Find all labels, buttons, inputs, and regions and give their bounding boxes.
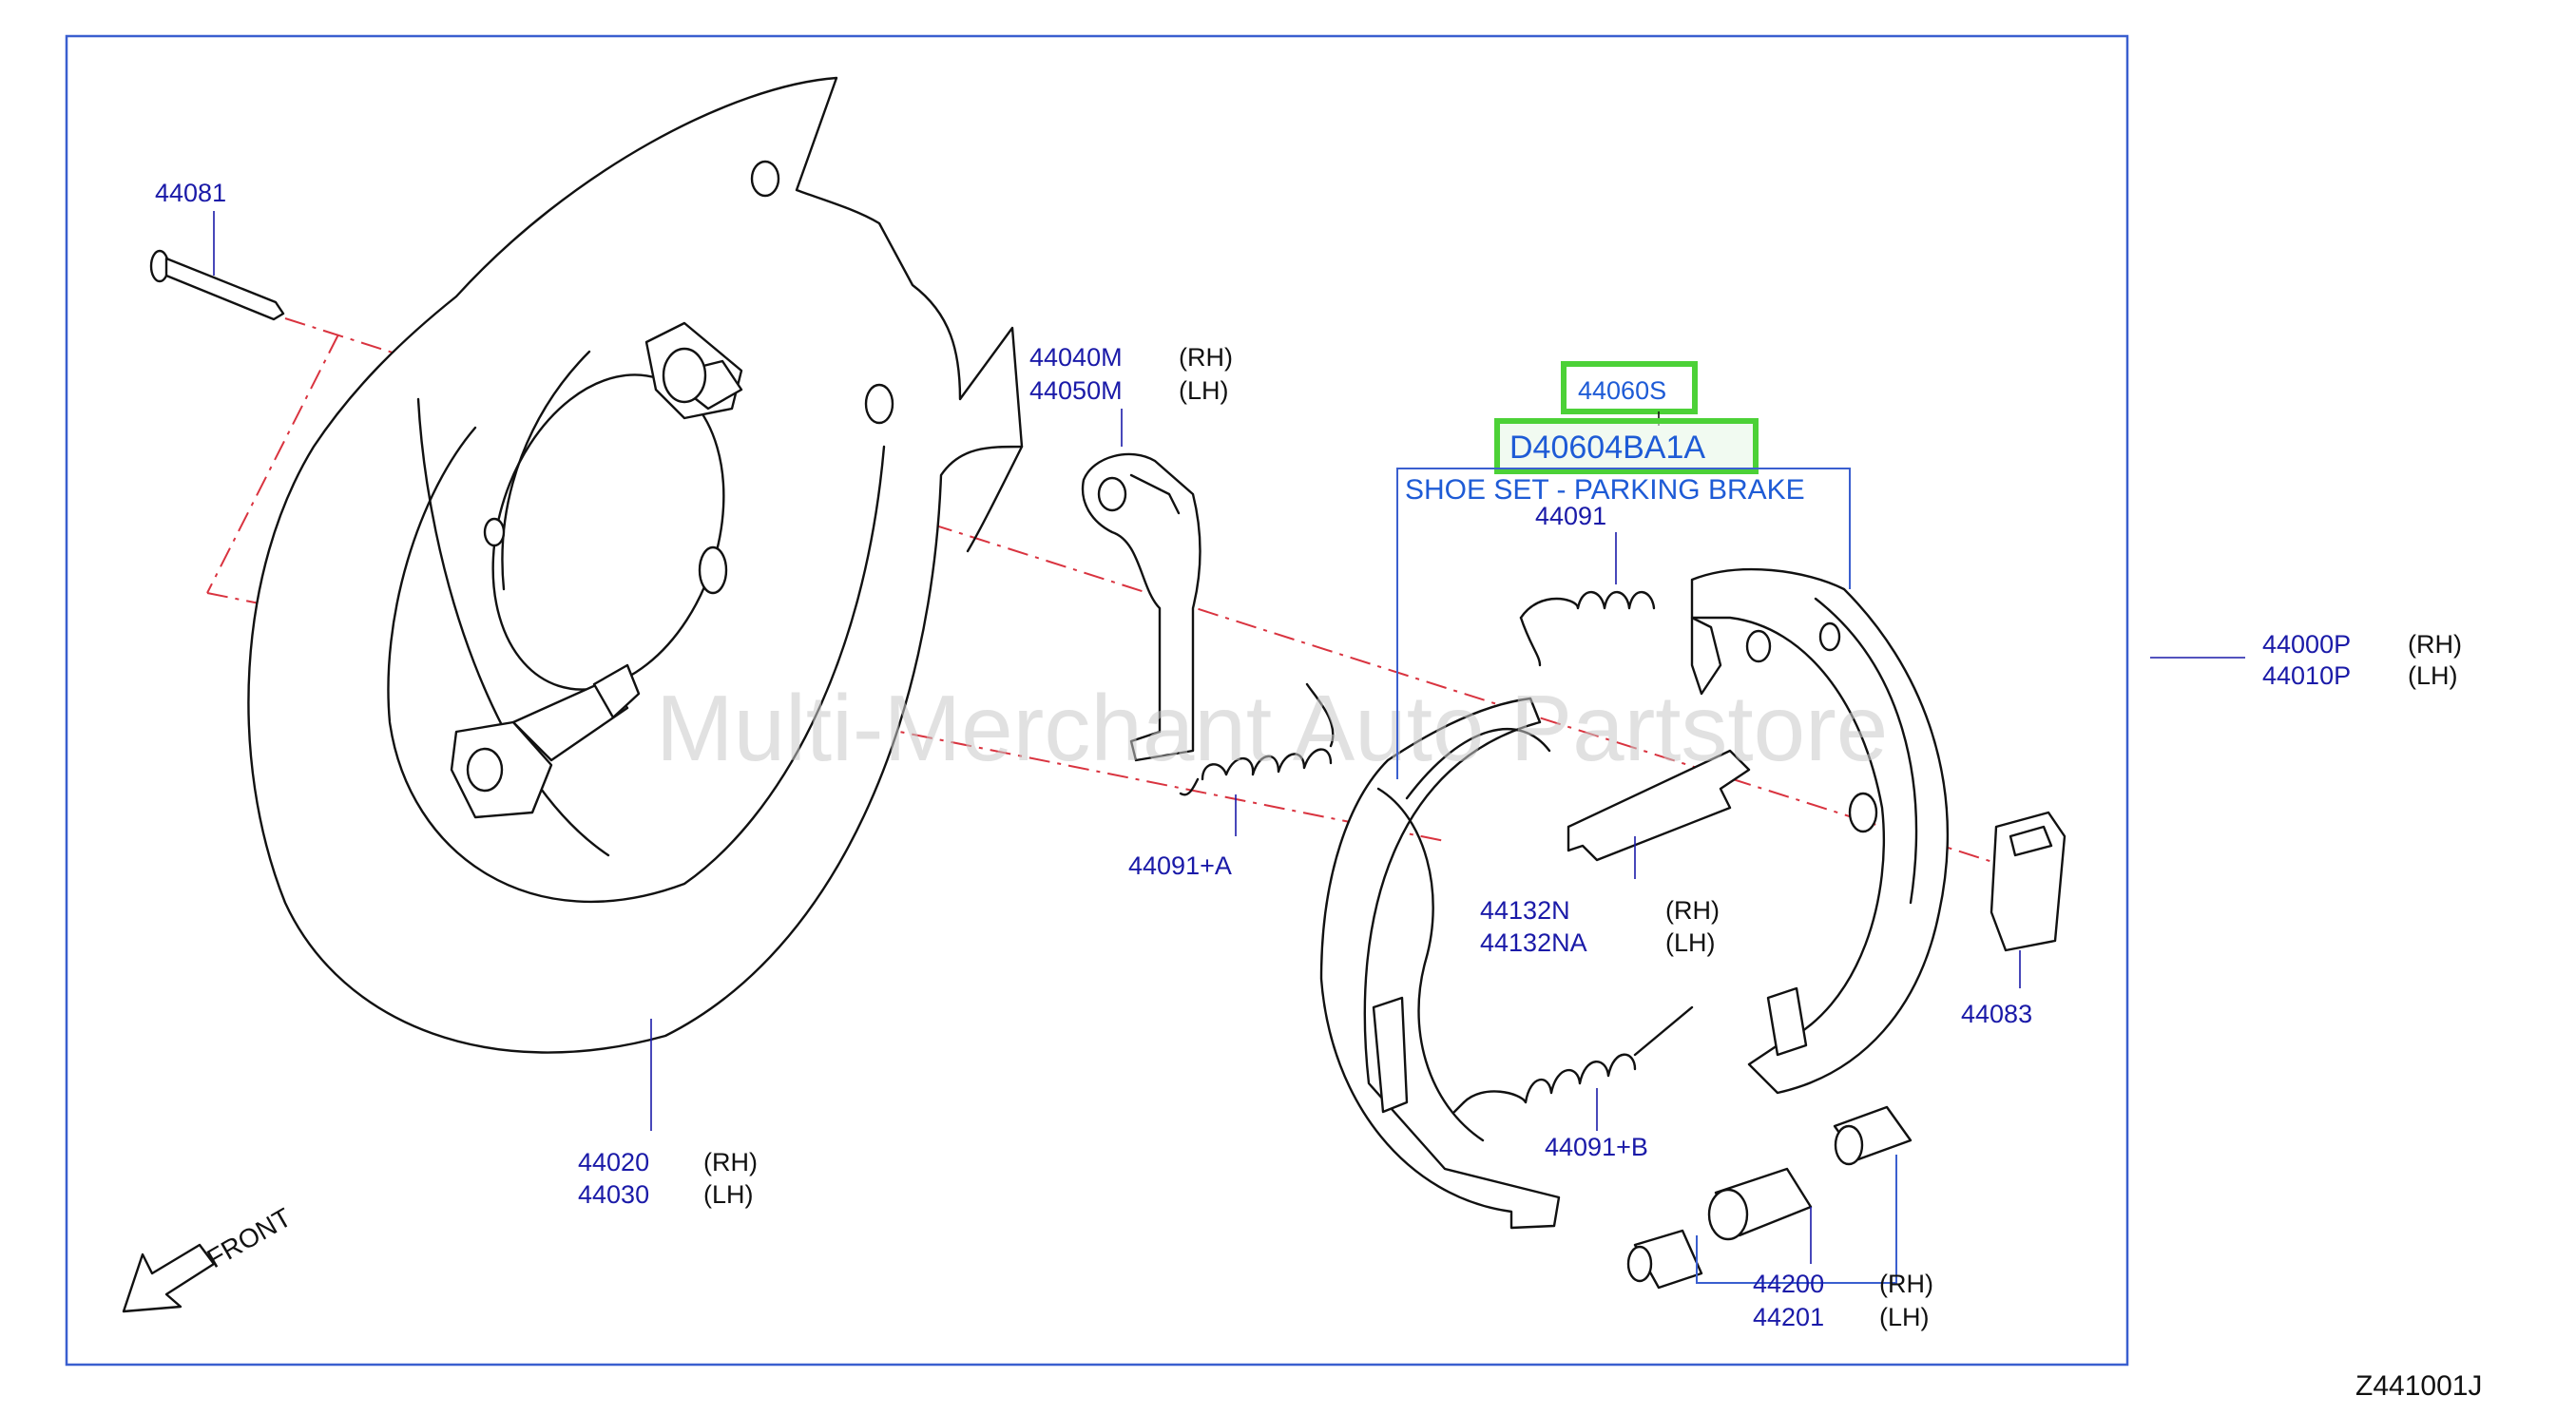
callout-44000P-side-lh: (LH) (2408, 661, 2458, 690)
highlight-group-44060S[interactable]: 44060S D40604BA1A SHOE SET - PARKING BRA… (1396, 361, 1851, 779)
callout-44081[interactable]: 44081 (155, 179, 226, 207)
callout-44040M-part-lh[interactable]: 44050M (1029, 376, 1123, 405)
callout-44000P-part-rh[interactable]: 44000P (2262, 630, 2351, 659)
callout-44020-part-rh[interactable]: 44020 (578, 1148, 649, 1176)
callout-44132N-side-rh: (RH) (1665, 896, 1720, 925)
part-44081-pin[interactable] (149, 211, 285, 321)
callout-44040M-part-rh[interactable]: 44040M (1029, 343, 1123, 372)
callout-44132N-part-lh[interactable]: 44132NA (1480, 928, 1587, 957)
highlight-box-partno (1561, 361, 1698, 414)
part-44040M-lever[interactable] (1081, 409, 1201, 762)
highlight-part-number[interactable]: 44060S (1578, 376, 1666, 405)
callout-44081-part[interactable]: 44081 (155, 179, 226, 207)
callout-44000P[interactable]: 44000P (RH) 44010P (LH) (2150, 630, 2462, 690)
highlight-oem-number[interactable]: D40604BA1A (1509, 430, 1705, 466)
callout-44091A-part[interactable]: 44091+A (1128, 851, 1232, 880)
callout-44040M[interactable]: 44040M (RH) 44050M (LH) (1029, 343, 1233, 405)
highlight-box-oem (1494, 418, 1759, 474)
callout-44040M-side-rh: (RH) (1179, 343, 1233, 372)
part-44020-backing-plate[interactable] (247, 76, 1024, 1131)
part-44200-adjuster[interactable] (1626, 1105, 1913, 1290)
callout-44200-side-rh: (RH) (1879, 1270, 1933, 1298)
callout-44000P-side-rh: (RH) (2408, 630, 2462, 659)
figure-code: Z441001J (2355, 1370, 2482, 1402)
callout-44200-part-rh[interactable]: 44200 (1753, 1270, 1824, 1298)
callout-44020-part-lh[interactable]: 44030 (578, 1180, 649, 1209)
callout-44000P-part-lh[interactable]: 44010P (2262, 661, 2351, 690)
callout-44083-part[interactable]: 44083 (1961, 1000, 2032, 1028)
front-arrow-icon: FRONT (122, 1202, 297, 1313)
callout-44020-side-lh: (LH) (703, 1180, 754, 1209)
callout-44200[interactable]: 44200 (RH) 44201 (LH) (1753, 1270, 1933, 1331)
part-44091B-spring[interactable] (1452, 1005, 1694, 1131)
callout-44020[interactable]: 44020 (RH) 44030 (LH) (578, 1148, 758, 1209)
callout-44091A[interactable]: 44091+A (1128, 851, 1232, 880)
callout-44083[interactable]: 44083 (1961, 1000, 2032, 1028)
callout-44091B-part[interactable]: 44091+B (1545, 1133, 1648, 1161)
callout-44132N-side-lh: (LH) (1665, 928, 1716, 957)
part-44132N-strut[interactable] (1567, 749, 1751, 879)
part-brake-shoe-right[interactable] (1690, 567, 1949, 1095)
callout-44091-part[interactable]: 44091 (1535, 502, 1606, 530)
callout-44091[interactable]: 44091 (1535, 502, 1606, 530)
callout-44091B[interactable]: 44091+B (1545, 1133, 1648, 1161)
callout-44200-side-lh: (LH) (1879, 1303, 1930, 1331)
part-44091A-spring[interactable] (1179, 682, 1335, 836)
part-44091-upper-spring[interactable] (1519, 532, 1656, 667)
callout-44200-part-lh[interactable]: 44201 (1753, 1303, 1824, 1331)
watermark-text: Multi-Merchant Auto Partstore (656, 676, 1888, 780)
callout-44020-side-rh: (RH) (703, 1148, 758, 1176)
front-label: FRONT (202, 1202, 297, 1273)
part-brake-shoe-left[interactable] (1319, 697, 1561, 1230)
callout-44132N[interactable]: 44132N (RH) 44132NA (LH) (1480, 896, 1720, 957)
part-44083-clip[interactable] (1990, 811, 2067, 988)
diagram-frame (65, 34, 2129, 1367)
highlight-description: SHOE SET - PARKING BRAKE (1405, 474, 1805, 506)
callout-44040M-side-lh: (LH) (1179, 376, 1229, 405)
callout-44132N-part-rh[interactable]: 44132N (1480, 896, 1570, 925)
